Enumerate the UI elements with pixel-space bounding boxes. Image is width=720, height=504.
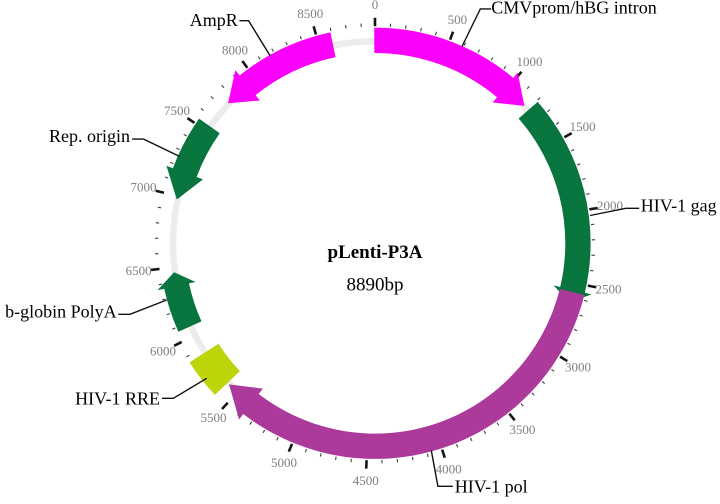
svg-text:0: 0 xyxy=(372,0,379,12)
svg-text:pLenti-P3A: pLenti-P3A xyxy=(328,242,423,263)
svg-text:3000: 3000 xyxy=(565,359,591,374)
svg-text:4500: 4500 xyxy=(353,473,379,488)
svg-text:b-globin PolyA: b-globin PolyA xyxy=(5,302,117,322)
svg-text:AmpR: AmpR xyxy=(190,10,238,30)
svg-text:1500: 1500 xyxy=(570,119,596,134)
svg-text:5500: 5500 xyxy=(201,410,227,425)
svg-text:4000: 4000 xyxy=(436,461,462,476)
svg-text:2000: 2000 xyxy=(597,198,623,213)
svg-text:8500: 8500 xyxy=(297,6,323,21)
svg-text:8000: 8000 xyxy=(222,43,248,58)
svg-text:6000: 6000 xyxy=(150,343,176,358)
svg-text:2500: 2500 xyxy=(595,281,621,296)
svg-text:HIV-1 RRE: HIV-1 RRE xyxy=(75,389,160,409)
svg-text:500: 500 xyxy=(448,12,468,27)
svg-text:HIV-1 gag: HIV-1 gag xyxy=(641,196,717,216)
svg-text:7000: 7000 xyxy=(131,180,157,195)
svg-text:1000: 1000 xyxy=(517,54,543,69)
svg-text:CMVprom/hBG intron: CMVprom/hBG intron xyxy=(491,0,657,18)
svg-text:Rep. origin: Rep. origin xyxy=(49,126,130,146)
svg-text:7500: 7500 xyxy=(164,103,190,118)
svg-text:HIV-1 pol: HIV-1 pol xyxy=(455,477,528,497)
svg-text:5000: 5000 xyxy=(271,455,297,470)
svg-text:3500: 3500 xyxy=(509,422,535,437)
svg-text:8890bp: 8890bp xyxy=(347,275,404,296)
svg-text:6500: 6500 xyxy=(126,263,152,278)
